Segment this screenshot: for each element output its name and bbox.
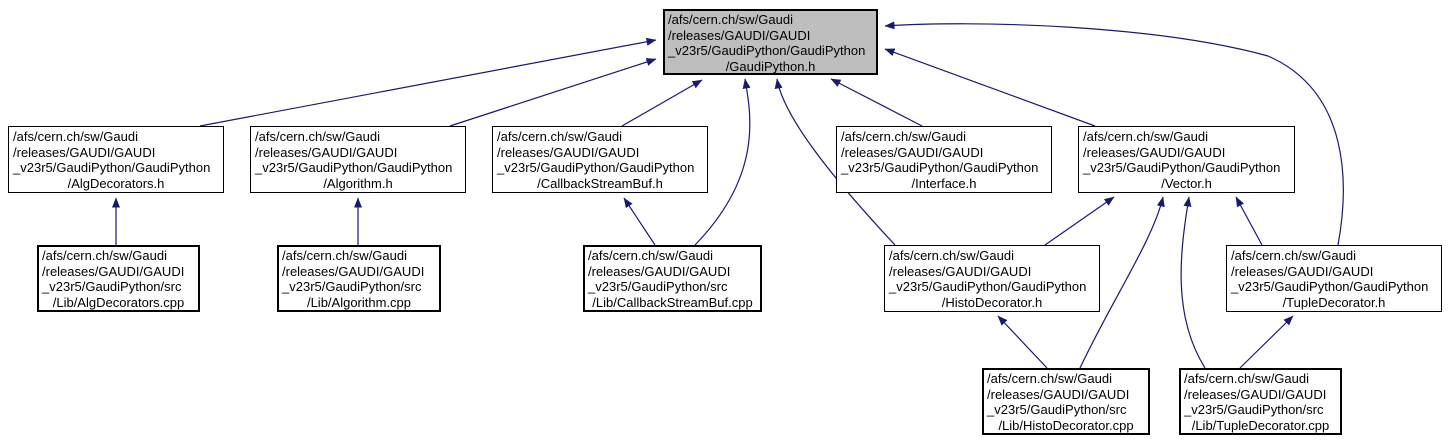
node-label-line: _v23r5/GaudiPython/src xyxy=(1184,402,1324,417)
edge-histodecorator-h-to-gaudipython-h xyxy=(774,78,896,246)
node-label-line: _v23r5/GaudiPython/GaudiPython xyxy=(1083,160,1281,175)
node-tupledecorator-h[interactable]: /afs/cern.ch/sw/Gaudi/releases/GAUDI/GAU… xyxy=(1226,245,1442,312)
edge-tupledecorator-h-to-vector-h xyxy=(1235,196,1263,246)
edge-tupledecorator-cpp-to-tupledecorator-h xyxy=(1239,315,1294,369)
node-label-line: /Lib/HistoDecorator.cpp xyxy=(998,417,1134,433)
edge-callbackstreambuf-cpp-to-callbackstreambuf-h xyxy=(623,197,656,246)
edge-histodecorator-cpp-to-histodecorator-h xyxy=(997,315,1048,369)
node-label-line: /releases/GAUDI/GAUDI xyxy=(42,263,185,279)
node-label-line: /Lib/Algorithm.cpp xyxy=(306,294,412,310)
node-label-line: /afs/cern.ch/sw/Gaudi xyxy=(13,129,138,144)
node-label-line: /releases/GAUDI/GAUDI xyxy=(1083,144,1226,160)
edge-interface-h-to-gaudipython-h xyxy=(830,78,923,127)
node-label-line: /releases/GAUDI/GAUDI xyxy=(987,386,1130,402)
node-label-line: /afs/cern.ch/sw/Gaudi xyxy=(889,248,1014,263)
edge-callbackstreambuf-cpp-to-gaudipython-h xyxy=(694,78,751,246)
node-label-line: /Lib/TupleDecorator.cpp xyxy=(1191,417,1330,433)
node-callbackstreambuf-h[interactable]: /afs/cern.ch/sw/Gaudi/releases/GAUDI/GAU… xyxy=(492,126,708,193)
node-label-line: /afs/cern.ch/sw/Gaudi xyxy=(668,12,793,27)
node-label-line: /Algorithm.h xyxy=(323,175,393,191)
node-label-line: /afs/cern.ch/sw/Gaudi xyxy=(588,248,713,263)
node-label-line: /releases/GAUDI/GAUDI xyxy=(588,263,731,279)
node-gaudipython-h[interactable]: /afs/cern.ch/sw/Gaudi/releases/GAUDI/GAU… xyxy=(663,9,878,75)
node-label-line: /releases/GAUDI/GAUDI xyxy=(282,263,425,279)
node-label-line: _v23r5/GaudiPython/GaudiPython xyxy=(668,43,866,58)
node-label-line: /releases/GAUDI/GAUDI xyxy=(1184,386,1327,402)
edge-histodecorator-cpp-to-vector-h xyxy=(1079,196,1165,369)
node-label-line: /Lib/AlgDecorators.cpp xyxy=(52,294,185,310)
node-histodecorator-cpp[interactable]: /afs/cern.ch/sw/Gaudi/releases/GAUDI/GAU… xyxy=(982,368,1150,435)
node-algorithm-h[interactable]: /afs/cern.ch/sw/Gaudi/releases/GAUDI/GAU… xyxy=(250,126,466,193)
node-label-line: _v23r5/GaudiPython/GaudiPython xyxy=(497,160,695,175)
node-label-line: /GaudiPython.h xyxy=(725,58,816,74)
node-label-line: /releases/GAUDI/GAUDI xyxy=(889,263,1032,279)
node-label-line: /Vector.h xyxy=(1161,175,1212,191)
node-label-line: /releases/GAUDI/GAUDI xyxy=(668,27,811,43)
edge-tupledecorator-h-to-gaudipython-h xyxy=(884,21,1344,246)
node-label-line: _v23r5/GaudiPython/GaudiPython xyxy=(841,160,1039,175)
node-label-line: _v23r5/GaudiPython/src xyxy=(42,279,182,294)
node-label-line: /afs/cern.ch/sw/Gaudi xyxy=(497,129,622,144)
node-label-line: _v23r5/GaudiPython/GaudiPython xyxy=(889,279,1087,294)
node-label-line: /afs/cern.ch/sw/Gaudi xyxy=(255,129,380,144)
node-label-line: /releases/GAUDI/GAUDI xyxy=(841,144,984,160)
edge-algorithm-h-to-gaudipython-h xyxy=(449,58,657,127)
node-label-line: _v23r5/GaudiPython/GaudiPython xyxy=(1231,279,1429,294)
node-algdecorators-cpp[interactable]: /afs/cern.ch/sw/Gaudi/releases/GAUDI/GAU… xyxy=(37,245,200,312)
edge-histodecorator-h-to-vector-h xyxy=(1044,196,1115,246)
node-label-line: /HistoDecorator.h xyxy=(941,294,1043,310)
node-label-line: /releases/GAUDI/GAUDI xyxy=(255,144,398,160)
node-label-line: _v23r5/GaudiPython/src xyxy=(588,279,728,294)
node-histodecorator-h[interactable]: /afs/cern.ch/sw/Gaudi/releases/GAUDI/GAU… xyxy=(884,245,1100,312)
edge-algdecorators-h-to-gaudipython-h xyxy=(199,37,657,127)
node-label-line: /afs/cern.ch/sw/Gaudi xyxy=(1184,371,1309,386)
node-label-line: /afs/cern.ch/sw/Gaudi xyxy=(1231,248,1356,263)
node-callbackstreambuf-cpp[interactable]: /afs/cern.ch/sw/Gaudi/releases/GAUDI/GAU… xyxy=(583,245,762,312)
node-label-line: /afs/cern.ch/sw/Gaudi xyxy=(282,248,407,263)
node-label-line: /TupleDecorator.h xyxy=(1282,294,1386,310)
node-label-line: /Lib/CallbackStreamBuf.cpp xyxy=(592,294,753,310)
node-label-line: /releases/GAUDI/GAUDI xyxy=(497,144,640,160)
node-label-line: _v23r5/GaudiPython/src xyxy=(282,279,422,294)
node-tupledecorator-cpp[interactable]: /afs/cern.ch/sw/Gaudi/releases/GAUDI/GAU… xyxy=(1179,368,1342,435)
node-label-line: /Interface.h xyxy=(911,175,977,191)
node-algdecorators-h[interactable]: /afs/cern.ch/sw/Gaudi/releases/GAUDI/GAU… xyxy=(8,126,224,193)
node-label-line: _v23r5/GaudiPython/GaudiPython xyxy=(255,160,453,175)
node-algorithm-cpp[interactable]: /afs/cern.ch/sw/Gaudi/releases/GAUDI/GAU… xyxy=(277,245,441,312)
node-label-line: _v23r5/GaudiPython/src xyxy=(987,402,1127,417)
node-label-line: _v23r5/GaudiPython/GaudiPython xyxy=(13,160,211,175)
node-label-line: /releases/GAUDI/GAUDI xyxy=(13,144,156,160)
node-label-line: /afs/cern.ch/sw/Gaudi xyxy=(42,248,167,263)
node-label-line: /afs/cern.ch/sw/Gaudi xyxy=(1083,129,1208,144)
edge-callbackstreambuf-h-to-gaudipython-h xyxy=(621,79,703,127)
edge-vector-h-to-gaudipython-h xyxy=(884,48,1096,127)
node-label-line: /AlgDecorators.h xyxy=(67,175,165,191)
edge-tupledecorator-cpp-to-vector-h xyxy=(1180,196,1206,369)
node-label-line: /CallbackStreamBuf.h xyxy=(537,175,663,191)
node-vector-h[interactable]: /afs/cern.ch/sw/Gaudi/releases/GAUDI/GAU… xyxy=(1078,126,1295,193)
node-label-line: /releases/GAUDI/GAUDI xyxy=(1231,263,1374,279)
node-label-line: /afs/cern.ch/sw/Gaudi xyxy=(987,371,1112,386)
node-label-line: /afs/cern.ch/sw/Gaudi xyxy=(841,129,966,144)
node-interface-h[interactable]: /afs/cern.ch/sw/Gaudi/releases/GAUDI/GAU… xyxy=(836,126,1052,193)
